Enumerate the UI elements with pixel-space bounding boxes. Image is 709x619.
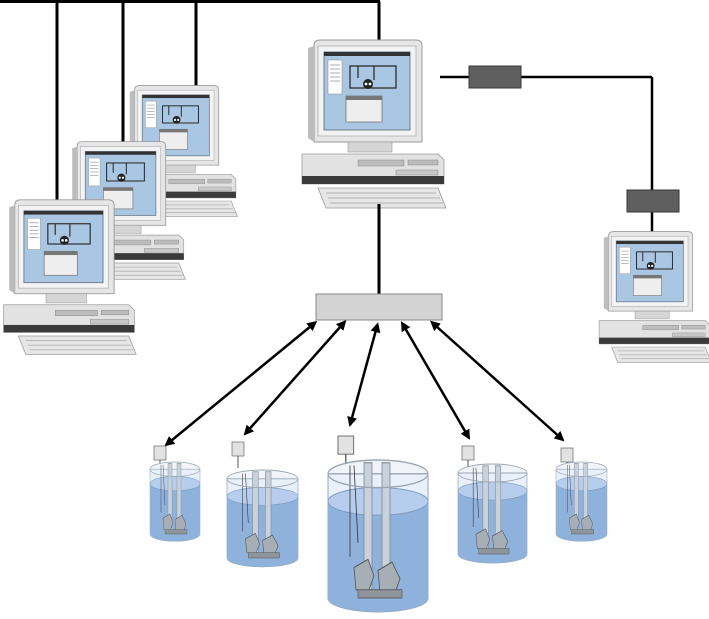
pump-station-3 xyxy=(327,435,429,613)
pump-station-icon xyxy=(149,461,201,542)
modem-icon xyxy=(626,189,680,213)
pump-station-icon xyxy=(457,463,528,564)
station-links xyxy=(164,320,565,447)
pump-station-1 xyxy=(149,445,201,542)
station-arrow-4 xyxy=(400,321,471,440)
desktop-computer-icon xyxy=(301,39,447,209)
pump-station-icon xyxy=(327,459,429,613)
controller-box-icon xyxy=(231,441,245,469)
station-arrow-5 xyxy=(430,320,565,442)
modem-link xyxy=(440,75,654,232)
desktop-computer-icon xyxy=(598,231,709,364)
pump-station-icon xyxy=(555,461,608,542)
pump-station-4 xyxy=(457,445,528,564)
client-bus-lines xyxy=(0,0,381,200)
pump-station-5 xyxy=(555,447,608,542)
station-arrow-2 xyxy=(243,320,347,436)
station-arrow-3 xyxy=(347,322,381,427)
pump-station-2 xyxy=(226,441,299,568)
pump-station-icon xyxy=(226,469,299,568)
hub-icon xyxy=(315,293,443,321)
modem-icon xyxy=(468,65,522,89)
remote-computer xyxy=(598,231,709,364)
server-computer xyxy=(301,39,447,209)
